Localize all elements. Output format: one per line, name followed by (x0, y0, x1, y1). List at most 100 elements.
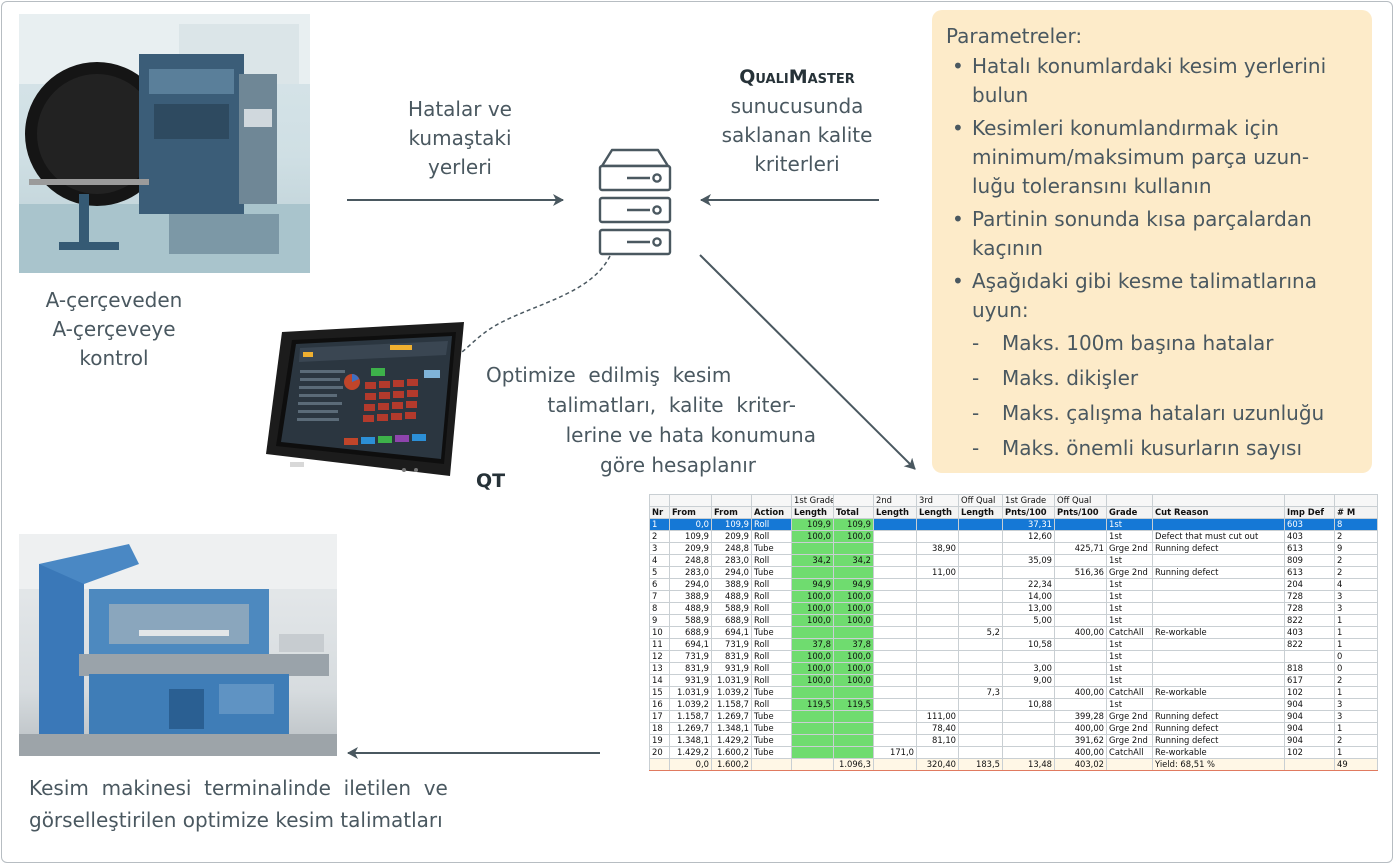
table-cell: Re-workable (1152, 626, 1285, 639)
table-cell: 13,48 (1002, 758, 1055, 771)
table-cell: 18 (649, 722, 670, 735)
table-cell: 294,0 (711, 566, 752, 579)
bullet-1-line-2: bulun (972, 83, 1029, 107)
table-cell (873, 518, 917, 531)
table-cell (873, 578, 917, 591)
table-cell (1152, 494, 1285, 507)
table-cell: 2 (1334, 674, 1378, 687)
table-cell (873, 602, 917, 615)
table-cell: 100,0 (833, 662, 874, 675)
table-cell: 7,3 (958, 686, 1003, 699)
table-cell: Length (916, 506, 959, 519)
table-cell: 0 (1334, 650, 1378, 663)
table-cell (751, 758, 792, 771)
table-cell: Length (958, 506, 1003, 519)
table-cell (791, 566, 834, 579)
table-cell: 904 (1284, 698, 1335, 711)
table-cell (958, 578, 1003, 591)
table-cell: Re-workable (1152, 686, 1285, 699)
table-cell: Grade (1106, 506, 1153, 519)
bullet-3-line-2: kaçının (972, 236, 1043, 260)
table-cell: 1.269,7 (669, 722, 712, 735)
table-cell: Grge 2nd (1106, 542, 1153, 555)
table-cell: 3rd (916, 494, 959, 507)
table-cell: 13 (649, 662, 670, 675)
opt-label-line-4: göre hesaplanır (600, 453, 756, 477)
table-cell (1152, 650, 1285, 663)
table-cell: 3 (649, 542, 670, 555)
table-cell: 100,0 (791, 602, 834, 615)
bullet-2-line-1: Kesimleri konumlandırmak için (972, 116, 1279, 140)
server-icon (598, 148, 672, 256)
table-cell: 1st (1106, 518, 1153, 531)
table-cell (833, 542, 874, 555)
table-cell: 2 (649, 530, 670, 543)
table-cell: 38,90 (916, 542, 959, 555)
table-cell: 1 (1334, 746, 1378, 759)
table-cell: 2 (1334, 530, 1378, 543)
table-cell: 100,0 (833, 590, 874, 603)
table-cell (1054, 638, 1107, 651)
table-cell: 728 (1284, 602, 1335, 615)
table-cell: 731,9 (711, 638, 752, 651)
table-cell (1054, 578, 1107, 591)
table-cell (1152, 602, 1285, 615)
table-cell (1054, 518, 1107, 531)
table-cell (1284, 758, 1335, 771)
table-cell: 12 (649, 650, 670, 663)
table-cell (958, 590, 1003, 603)
table-cell: 822 (1284, 614, 1335, 627)
table-cell: # M (1334, 506, 1378, 519)
table-cell (1002, 722, 1055, 735)
table-cell (916, 626, 959, 639)
table-cell (1284, 494, 1335, 507)
table-cell: 183,5 (958, 758, 1003, 771)
table-cell (1054, 554, 1107, 567)
bullet-4-line-2: uyun: (972, 298, 1029, 322)
table-cell: 0,0 (669, 758, 712, 771)
table-cell: Roll (751, 554, 792, 567)
table-cell: Roll (751, 602, 792, 615)
table-cell (958, 602, 1003, 615)
table-cell: 8 (1334, 518, 1378, 531)
table-cell: 1.158,7 (711, 698, 752, 711)
table-cell: 4 (649, 554, 670, 567)
table-cell: 109,9 (669, 530, 712, 543)
table-cell: 171,0 (873, 746, 917, 759)
table-cell: 119,5 (833, 698, 874, 711)
table-cell: 1.096,3 (833, 758, 874, 771)
table-cell: 9 (1334, 542, 1378, 555)
table-cell: Action (751, 506, 792, 519)
table-cell: 100,0 (833, 674, 874, 687)
parameter-sub-item: Maks. 100m başına hatalar (946, 329, 1358, 358)
table-cell (833, 626, 874, 639)
table-cell: Roll (751, 530, 792, 543)
table-cell: 19 (649, 734, 670, 747)
table-cell: 2 (1334, 566, 1378, 579)
table-cell: Roll (751, 662, 792, 675)
table-cell (873, 710, 917, 723)
table-cell: Tube (751, 626, 792, 639)
table-cell: 100,0 (833, 530, 874, 543)
